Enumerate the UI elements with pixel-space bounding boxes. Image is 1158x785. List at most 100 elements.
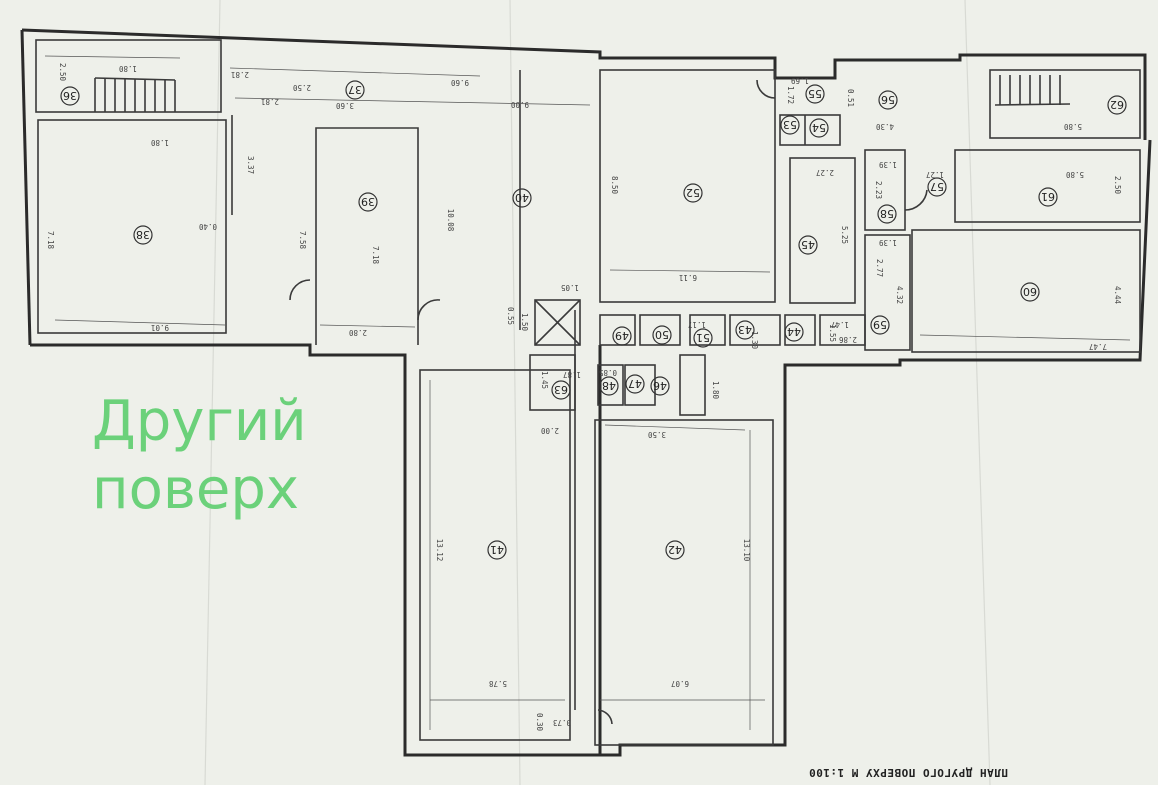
inner-walls [35, 39, 1141, 746]
dimension-label: 1.80 [150, 138, 169, 147]
room-marker-63 [551, 380, 571, 400]
room-marker-46 [650, 376, 670, 396]
room-marker-53 [780, 115, 800, 135]
dimension-label: 13.10 [742, 539, 751, 562]
dimension-label: 1.47 [831, 320, 849, 329]
dimension-label: 6.07 [671, 679, 689, 688]
room-marker-48 [599, 376, 619, 396]
room-marker-55 [805, 84, 825, 104]
room-number-50: 50 [655, 328, 669, 341]
dimension-label: 1.69 [791, 76, 809, 85]
dimension-label: 5.80 [1063, 122, 1082, 131]
room-marker-41 [487, 540, 507, 560]
room-number-51: 51 [696, 331, 710, 344]
room-number-38: 38 [136, 228, 150, 241]
room-number-36: 36 [63, 89, 77, 102]
room-marker-60 [1020, 282, 1040, 302]
dimension-label: 10.08 [446, 209, 455, 232]
dimension-lines [44, 55, 1131, 730]
dimension-label: 0.73 [553, 718, 571, 727]
plan-title: ПЛАН ДРУГОГО ПОВЕРХУ М 1:100 [808, 766, 1008, 779]
room-marker-45 [798, 235, 818, 255]
room-number-58: 58 [880, 207, 894, 220]
dimension-label: 2.80 [348, 328, 367, 337]
dimension-label: 1.72 [786, 86, 795, 104]
room-number-53: 53 [783, 118, 797, 131]
staircase-right [994, 75, 1071, 106]
dimension-label: 5.25 [840, 226, 849, 244]
dimension-label: 2.00 [540, 426, 559, 435]
dimension-label: 7.58 [298, 231, 307, 250]
room-marker-57 [927, 177, 947, 197]
room-number-59: 59 [873, 318, 887, 331]
dimension-label: 2.23 [874, 181, 883, 199]
dimension-label: 3.37 [246, 156, 255, 174]
room-marker-56 [878, 90, 898, 110]
room-number-49: 49 [615, 329, 629, 342]
room-marker-39 [358, 192, 378, 212]
dimension-label: 6.11 [679, 273, 697, 282]
dimension-label: 1.80 [711, 381, 720, 400]
dimension-label: 5.78 [488, 679, 507, 688]
room-number-48: 48 [602, 379, 616, 392]
room-number-57: 57 [930, 180, 944, 193]
dimension-label: 9.00 [510, 100, 529, 109]
dimension-label: 1.30 [750, 331, 759, 350]
room-marker-40 [512, 188, 532, 208]
dimension-label: 1.39 [879, 238, 897, 247]
staircase-left [94, 77, 176, 112]
dimension-label: 1.27 [926, 170, 944, 179]
room-number-41: 41 [490, 543, 504, 556]
room-number-39: 39 [361, 195, 375, 208]
dimension-label: 5.80 [1065, 170, 1084, 179]
dimension-label: 0.51 [846, 89, 855, 107]
room-number-63: 63 [554, 383, 568, 396]
dimension-label: 7.18 [371, 246, 380, 265]
room-number-44: 44 [787, 325, 801, 338]
dimension-label: 9.60 [450, 78, 469, 87]
room-marker-49 [612, 326, 632, 346]
dimension-label: 13.12 [435, 539, 444, 562]
dimension-label: 2.81 [231, 70, 249, 79]
dimension-label: 7.18 [46, 231, 55, 250]
dimension-label: 2.77 [875, 259, 884, 277]
room-number-62: 62 [1110, 98, 1124, 111]
dimension-label: 9.01 [151, 323, 169, 332]
outer-walls [20, 28, 1152, 757]
room-marker-61 [1038, 187, 1058, 207]
room-marker-51 [693, 328, 713, 348]
room-marker-43 [735, 320, 755, 340]
room-number-45: 45 [801, 238, 815, 251]
room-number-55: 55 [808, 87, 822, 100]
dimension-label: 0.85 [599, 368, 617, 377]
room-number-52: 52 [686, 186, 700, 199]
room-number-54: 54 [812, 121, 826, 134]
dimension-label: 1.80 [118, 64, 137, 73]
room-marker-47 [625, 374, 645, 394]
dimension-label: 8.50 [610, 176, 619, 195]
room-marker-44 [784, 322, 804, 342]
dimension-label: 2.81 [261, 97, 279, 106]
dimension-label: 2.86 [838, 335, 857, 344]
room-marker-58 [877, 204, 897, 224]
room-number-43: 43 [738, 323, 752, 336]
room-number-61: 61 [1041, 190, 1055, 203]
room-marker-54 [809, 118, 829, 138]
room-marker-42 [665, 540, 685, 560]
room-marker-37 [345, 80, 365, 100]
dimension-label: 0.55 [506, 307, 515, 325]
dimension-label: 1.17 [688, 320, 706, 329]
dimension-label: 2.50 [292, 83, 311, 92]
floor-overlay-label: Другий поверх [92, 388, 307, 524]
room-number-46: 46 [653, 379, 667, 392]
dimension-label: 1.39 [879, 160, 897, 169]
dimension-label: 3.60 [335, 101, 354, 110]
room-number-42: 42 [668, 543, 682, 556]
room-marker-52 [683, 183, 703, 203]
dimension-label: 0.40 [198, 222, 217, 231]
room-number-40: 40 [515, 191, 529, 204]
dimension-label: 2.27 [816, 168, 834, 177]
